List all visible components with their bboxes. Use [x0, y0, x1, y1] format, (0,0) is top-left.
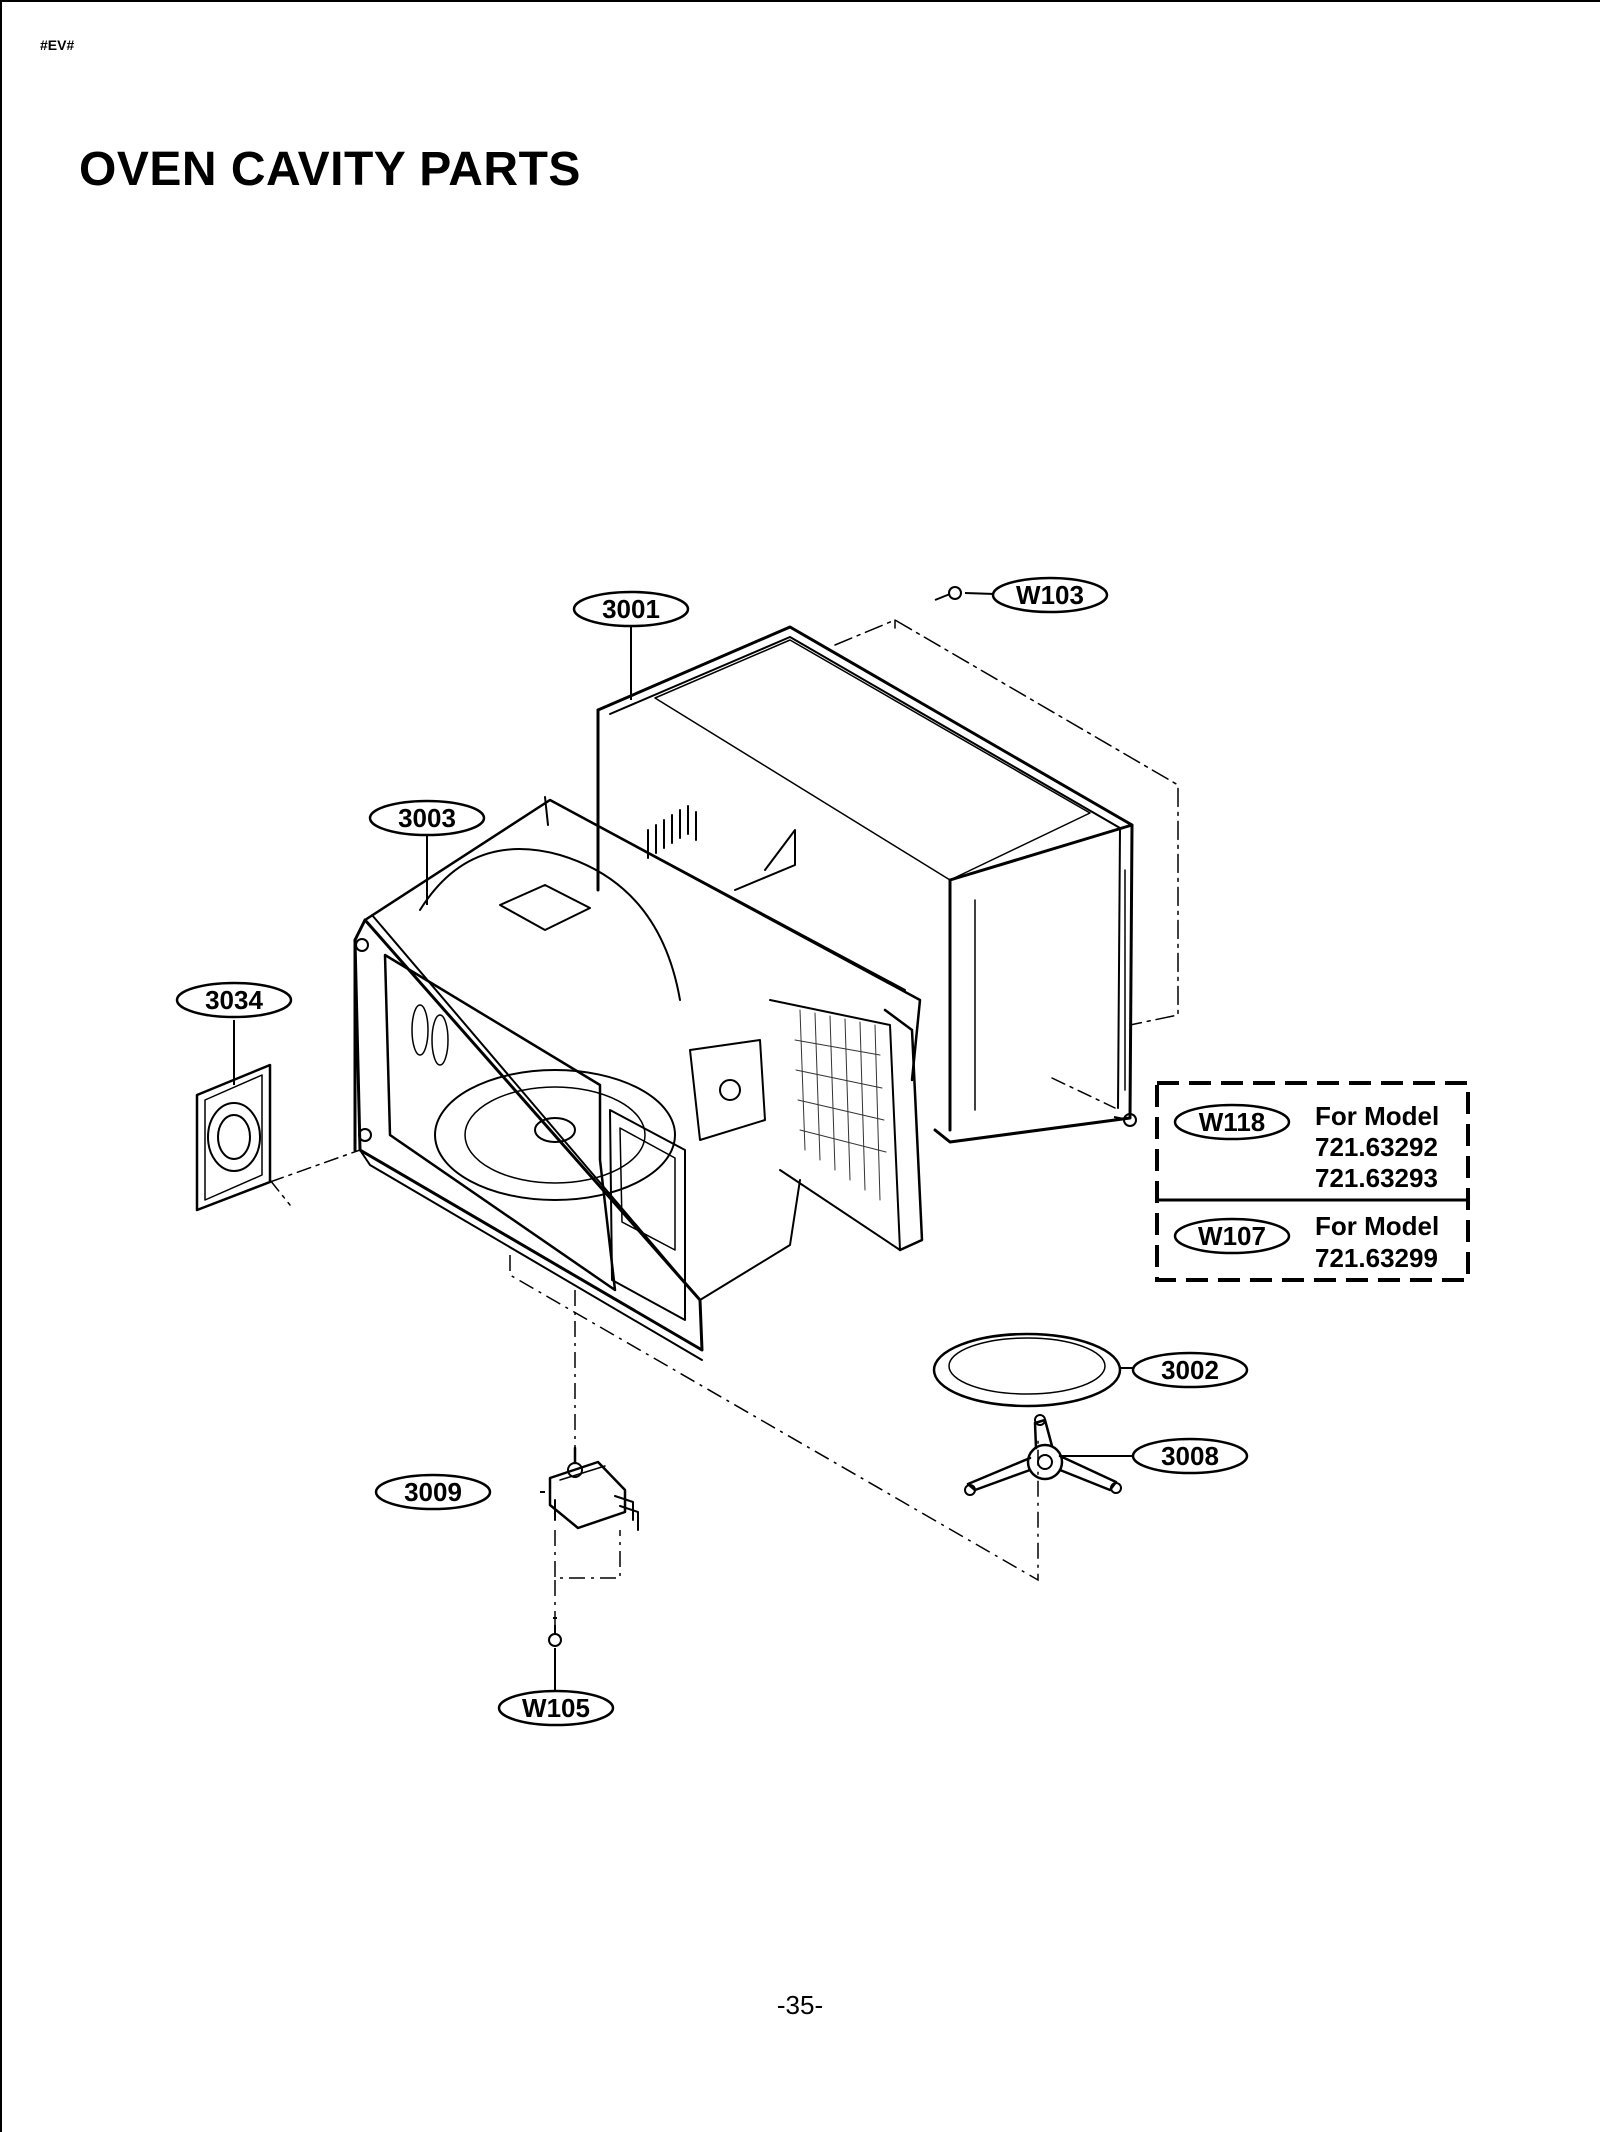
callout-3034: 3034: [175, 981, 293, 1019]
page-title: OVEN CAVITY PARTS: [79, 143, 581, 196]
w107-model-line2: 721.63299: [1315, 1243, 1438, 1273]
callout-3008-label: 3008: [1161, 1441, 1219, 1471]
waveguide-cover-3034: [195, 1063, 361, 1212]
callout-w118: W118: [1173, 1103, 1291, 1141]
callout-3002-label: 3002: [1161, 1355, 1219, 1385]
callout-w103: W103: [991, 576, 1109, 614]
oven-cavity-3003: [353, 796, 924, 1361]
w118-model-line1: For Model: [1315, 1101, 1439, 1131]
turntable-motor-3009: [548, 1446, 639, 1531]
roller-guide-3008: [964, 1414, 1122, 1496]
callout-3003-label: 3003: [398, 803, 456, 833]
callout-3001-label: 3001: [602, 594, 660, 624]
page-number: -35-: [776, 1990, 824, 2020]
w118-model-line3: 721.63293: [1315, 1163, 1438, 1193]
callout-3034-label: 3034: [205, 985, 263, 1015]
outer-cabinet-3001: [596, 619, 1179, 1144]
glass-tray-3002: [932, 1332, 1122, 1408]
w118-model-line2: 721.63292: [1315, 1132, 1438, 1162]
callout-w118-label: W118: [1199, 1107, 1266, 1137]
callout-3008: 3008: [1131, 1437, 1249, 1475]
model-variant-box: W118 For Model 721.63292 721.63293 W107 …: [1155, 1081, 1470, 1282]
header-tag: #EV#: [40, 37, 75, 53]
callout-3003: 3003: [368, 799, 486, 837]
callout-w103-label: W103: [1016, 580, 1084, 610]
callout-w105: W105: [497, 1689, 615, 1727]
w107-model-line1: For Model: [1315, 1211, 1439, 1241]
assembly-lines: [509, 1255, 1039, 1625]
screw-w118: [1113, 1113, 1137, 1127]
callout-w107: W107: [1173, 1217, 1291, 1255]
callout-w105-label: W105: [522, 1693, 590, 1723]
callout-3001: 3001: [572, 590, 690, 628]
callout-3009: 3009: [374, 1473, 492, 1511]
callout-w107-label: W107: [1198, 1221, 1266, 1251]
callout-3009-label: 3009: [404, 1477, 462, 1507]
callout-3002: 3002: [1131, 1351, 1249, 1389]
screw-w103: [934, 586, 962, 601]
